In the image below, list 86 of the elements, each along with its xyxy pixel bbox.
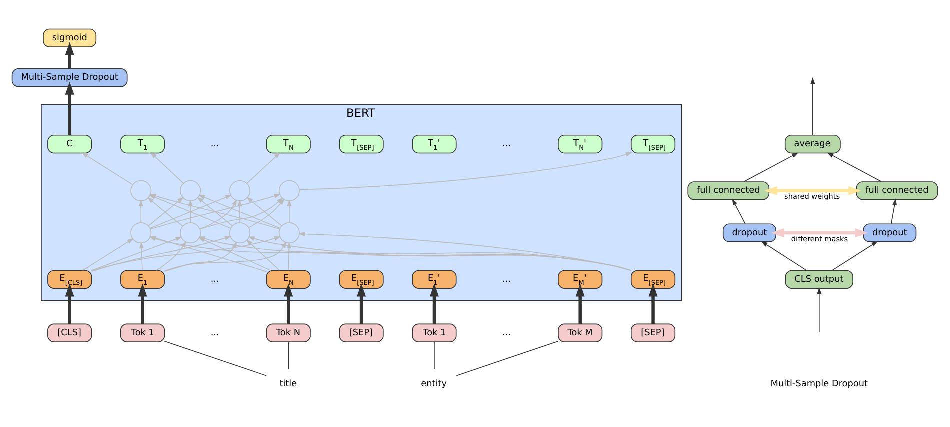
connector bbox=[434, 341, 435, 370]
node-box: Tok N bbox=[266, 323, 311, 342]
arrow bbox=[744, 152, 799, 182]
arrow bbox=[771, 228, 868, 238]
node-circle bbox=[229, 222, 251, 244]
connector bbox=[456, 340, 559, 376]
node-box: [SEP] bbox=[631, 323, 676, 342]
label: ... bbox=[210, 328, 220, 338]
arrow bbox=[430, 283, 440, 324]
node-box: [CLS] bbox=[48, 323, 92, 342]
node-box: Tok 1 bbox=[120, 323, 166, 342]
node-text: entity bbox=[421, 378, 447, 389]
node-circle bbox=[180, 222, 202, 244]
node-box: T$_{N}$' bbox=[558, 134, 603, 154]
arrow bbox=[764, 186, 862, 195]
arrow bbox=[817, 287, 822, 332]
arrow bbox=[832, 240, 878, 270]
connector bbox=[164, 340, 267, 376]
node-circle bbox=[130, 222, 152, 244]
arrow bbox=[82, 238, 134, 270]
arrow bbox=[298, 231, 632, 271]
node-box: E$_{1}$' bbox=[412, 270, 457, 288]
arrow bbox=[188, 199, 193, 223]
node-box: T$_{[SEP]}$ bbox=[339, 134, 384, 154]
node-box: E$_{1}$ bbox=[120, 270, 166, 288]
node-box: sigmoid bbox=[43, 28, 97, 47]
node-box: E$_{N}$ bbox=[266, 270, 311, 288]
node-box: Tok 1 bbox=[412, 323, 457, 342]
label: ... bbox=[502, 274, 512, 284]
node-box: [SEP] bbox=[339, 323, 384, 342]
arrow bbox=[299, 152, 632, 190]
node-box: full connected bbox=[856, 181, 938, 200]
arrow bbox=[65, 42, 74, 68]
node-box: C bbox=[48, 134, 92, 154]
arrow bbox=[286, 242, 292, 270]
label: ... bbox=[210, 139, 220, 150]
node-circle bbox=[130, 180, 152, 201]
arrow bbox=[150, 152, 184, 184]
node-box: CLS output bbox=[785, 270, 854, 288]
node-box: T$_{1}$' bbox=[412, 134, 457, 154]
node-box: T$_{1}$ bbox=[120, 134, 166, 154]
node-box: T$_{[SEP]}$ bbox=[631, 134, 676, 154]
arrow bbox=[200, 198, 238, 230]
arrow bbox=[65, 81, 74, 135]
node-box: E$_{[SEP]}$ bbox=[339, 270, 384, 288]
arrow bbox=[732, 198, 746, 224]
arrow bbox=[648, 283, 658, 324]
arrow bbox=[761, 240, 808, 270]
arrow bbox=[357, 283, 366, 324]
arrow bbox=[65, 283, 74, 324]
arrow bbox=[576, 283, 585, 324]
connector bbox=[288, 341, 290, 370]
label: ... bbox=[502, 328, 512, 338]
arrow bbox=[238, 199, 242, 223]
node-box: average bbox=[784, 134, 841, 154]
label: ... bbox=[502, 139, 512, 150]
edge-label: shared weights bbox=[784, 192, 840, 201]
arrow bbox=[138, 283, 148, 324]
node-box: E$_{[SEP]}$ bbox=[631, 270, 676, 288]
node-box: E$_{[CLS]}$ bbox=[48, 270, 92, 288]
node-box: Multi-Sample Dropout bbox=[12, 68, 128, 87]
arrow bbox=[890, 198, 898, 224]
label: ... bbox=[210, 274, 220, 284]
node-circle bbox=[278, 180, 300, 201]
arrow bbox=[246, 239, 280, 270]
arrow bbox=[138, 199, 144, 223]
arrow bbox=[827, 152, 882, 182]
arrow bbox=[810, 77, 816, 136]
arrow bbox=[284, 283, 294, 324]
node-box: T$_{N}$ bbox=[266, 134, 311, 154]
arrow bbox=[139, 242, 144, 270]
arrow bbox=[246, 152, 281, 184]
node-box: Tok M bbox=[558, 323, 603, 342]
node-box: dropout bbox=[722, 223, 776, 242]
node-box: full connected bbox=[688, 181, 770, 200]
label: Multi-Sample Dropout bbox=[770, 378, 868, 389]
node-box: dropout bbox=[863, 223, 917, 242]
node-circle bbox=[229, 180, 251, 201]
node-box: E$_{M}$' bbox=[558, 270, 603, 288]
arrow bbox=[287, 199, 292, 223]
arrow bbox=[197, 196, 233, 226]
node-circle bbox=[180, 180, 202, 201]
node-text: title bbox=[280, 378, 298, 389]
node-circle bbox=[278, 222, 300, 244]
edge-label: different masks bbox=[791, 234, 848, 243]
arrow bbox=[82, 152, 134, 185]
